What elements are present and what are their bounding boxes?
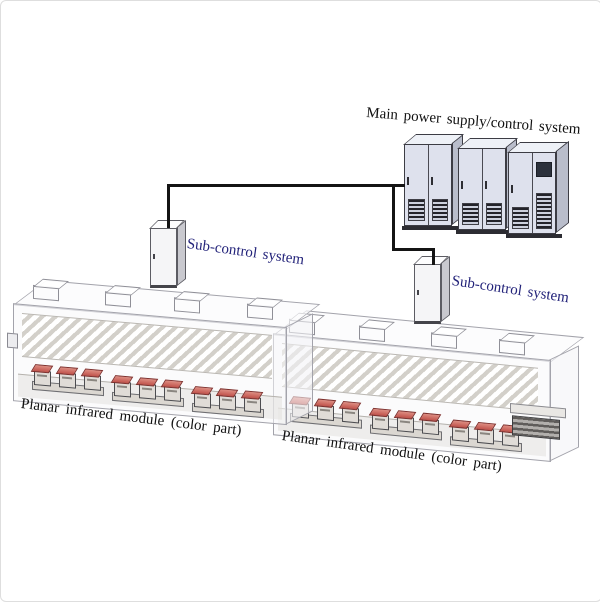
emitter-block bbox=[317, 404, 334, 422]
cabinet-door-right bbox=[481, 149, 506, 229]
emitter-cluster bbox=[192, 374, 264, 419]
door-handle bbox=[153, 254, 155, 259]
emitter-block bbox=[244, 396, 261, 413]
side-tab bbox=[7, 332, 18, 349]
planar-module-right bbox=[271, 299, 585, 496]
cabinet-door-right bbox=[531, 153, 556, 233]
module-end-face bbox=[549, 345, 579, 462]
cabinet-base bbox=[402, 226, 458, 230]
cabinet-side-face bbox=[556, 140, 569, 233]
louver-vent bbox=[431, 199, 448, 221]
louver-vent bbox=[485, 203, 502, 225]
cabinet-door-left bbox=[509, 153, 532, 233]
louver-vent bbox=[512, 207, 529, 229]
main-cabinet-2 bbox=[456, 138, 519, 234]
emitter-block bbox=[34, 370, 51, 387]
roof-vent-box bbox=[499, 338, 525, 356]
main-cabinet-3 bbox=[506, 140, 569, 238]
cabinet-base bbox=[456, 230, 512, 234]
emitter-block bbox=[59, 372, 76, 389]
cabinet-side-face bbox=[441, 255, 450, 322]
roof-vent-box bbox=[105, 291, 131, 308]
emitter-cluster bbox=[370, 396, 442, 441]
louver-vent bbox=[408, 199, 425, 221]
control-screen bbox=[535, 162, 552, 177]
emitter-block bbox=[219, 394, 236, 411]
emitter-block bbox=[372, 413, 389, 431]
cabinet-side-face bbox=[177, 219, 186, 286]
cabinet-front bbox=[404, 144, 452, 226]
cabinet-front bbox=[414, 264, 441, 324]
roof-vent-box bbox=[359, 325, 385, 342]
module-end-face bbox=[285, 313, 313, 425]
door-handle bbox=[461, 181, 463, 189]
wire-drop-sub1 bbox=[167, 184, 170, 228]
roof-vent-box bbox=[247, 303, 273, 320]
door-handle bbox=[511, 185, 513, 193]
emitter-block bbox=[84, 374, 101, 391]
cabinet-front bbox=[458, 148, 506, 230]
main-cabinet-1 bbox=[402, 134, 465, 230]
sub-control-label-2: Sub-control system bbox=[450, 273, 570, 307]
sub-control-cabinet-1 bbox=[149, 219, 186, 288]
emitter-block bbox=[114, 381, 131, 398]
sub-control-cabinet-2 bbox=[413, 255, 450, 324]
sub-control-label-1: Sub-control system bbox=[185, 236, 306, 269]
cabinet-front bbox=[150, 228, 177, 288]
wire-drop-sub2-upper bbox=[392, 186, 395, 250]
door-handle bbox=[407, 177, 409, 185]
emitter-block bbox=[452, 425, 469, 443]
emitter-block bbox=[422, 418, 439, 436]
emitter-block bbox=[477, 427, 494, 445]
door-handle bbox=[484, 181, 487, 189]
emitter-cluster bbox=[32, 352, 104, 397]
cabinet-front bbox=[508, 152, 556, 234]
cabinet-door-right bbox=[427, 145, 452, 225]
louver-vent bbox=[535, 193, 552, 229]
door-handle bbox=[430, 177, 433, 185]
door-handle bbox=[417, 290, 419, 295]
cabinet-base bbox=[506, 234, 562, 238]
louver-vent bbox=[462, 203, 479, 225]
emitter-block bbox=[342, 406, 359, 424]
cabinet-door-left bbox=[459, 149, 482, 229]
wire-jog-sub2 bbox=[392, 248, 435, 251]
roof-vent-box bbox=[431, 332, 457, 349]
emitter-block bbox=[194, 392, 211, 409]
wire-drop-sub2-lower bbox=[432, 248, 435, 265]
emitter-cluster bbox=[112, 363, 184, 408]
roof-vent-box bbox=[174, 297, 200, 314]
emitter-block bbox=[397, 416, 414, 433]
cabinet-door-left bbox=[405, 145, 428, 225]
roof-vent-box bbox=[33, 284, 59, 302]
main-title: Main power supply/control system bbox=[365, 105, 582, 138]
emitter-block bbox=[164, 385, 181, 402]
wire-main-bus bbox=[167, 184, 405, 187]
emitter-block bbox=[139, 383, 156, 400]
